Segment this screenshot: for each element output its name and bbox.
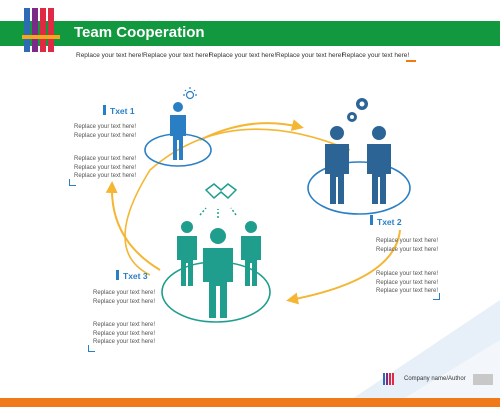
subtitle-3: Replace your text here! xyxy=(209,52,277,59)
group2-ellipse xyxy=(307,161,411,215)
header-bar xyxy=(0,21,500,46)
big-ellipse-arrow xyxy=(124,128,351,276)
footer-logo-icon xyxy=(383,373,397,385)
group2-marker xyxy=(370,215,373,225)
brand-logo-icon xyxy=(22,8,60,52)
person-icon xyxy=(170,102,186,160)
group3-text: Replace your text here! Replace your tex… xyxy=(93,290,156,305)
group3-label: Txet 3 xyxy=(123,271,148,281)
group1-bracket xyxy=(69,179,76,186)
person-icon xyxy=(177,221,261,318)
subtitle-1: Replace your text here! xyxy=(76,52,144,59)
group2-bracket xyxy=(433,293,440,300)
subtitle-dash xyxy=(406,60,416,62)
group3-text-b: Replace your text here! Replace your tex… xyxy=(93,322,156,345)
handshake-icon xyxy=(199,183,238,218)
group2-text: Replace your text here! Replace your tex… xyxy=(376,238,439,253)
page-title: Team Cooperation xyxy=(74,24,205,41)
group2-text-b: Replace your text here! Replace your tex… xyxy=(376,271,439,294)
group3-bracket xyxy=(88,345,95,352)
group1-label: Txet 1 xyxy=(110,106,135,116)
lightbulb-icon xyxy=(183,87,197,100)
subtitle-4: Replace your text here! xyxy=(276,52,344,59)
footer-placeholder-box xyxy=(473,374,493,385)
group1-text-b: Replace your text here! Replace your tex… xyxy=(74,156,137,179)
company-name: Company name/Author xyxy=(404,376,466,382)
group3-marker xyxy=(116,270,119,280)
subtitle-2: Replace your text here! xyxy=(143,52,211,59)
arrow-right xyxy=(286,229,401,305)
group1-marker xyxy=(103,105,106,115)
group2-label: Txet 2 xyxy=(377,217,402,227)
arrow-left xyxy=(105,181,161,271)
footer-bar xyxy=(0,398,500,407)
subtitle-5: Replace your text here! xyxy=(342,52,410,59)
gears-icon xyxy=(347,98,368,122)
person-icon xyxy=(325,126,391,204)
group1-text: Replace your text here! Replace your tex… xyxy=(74,124,137,139)
